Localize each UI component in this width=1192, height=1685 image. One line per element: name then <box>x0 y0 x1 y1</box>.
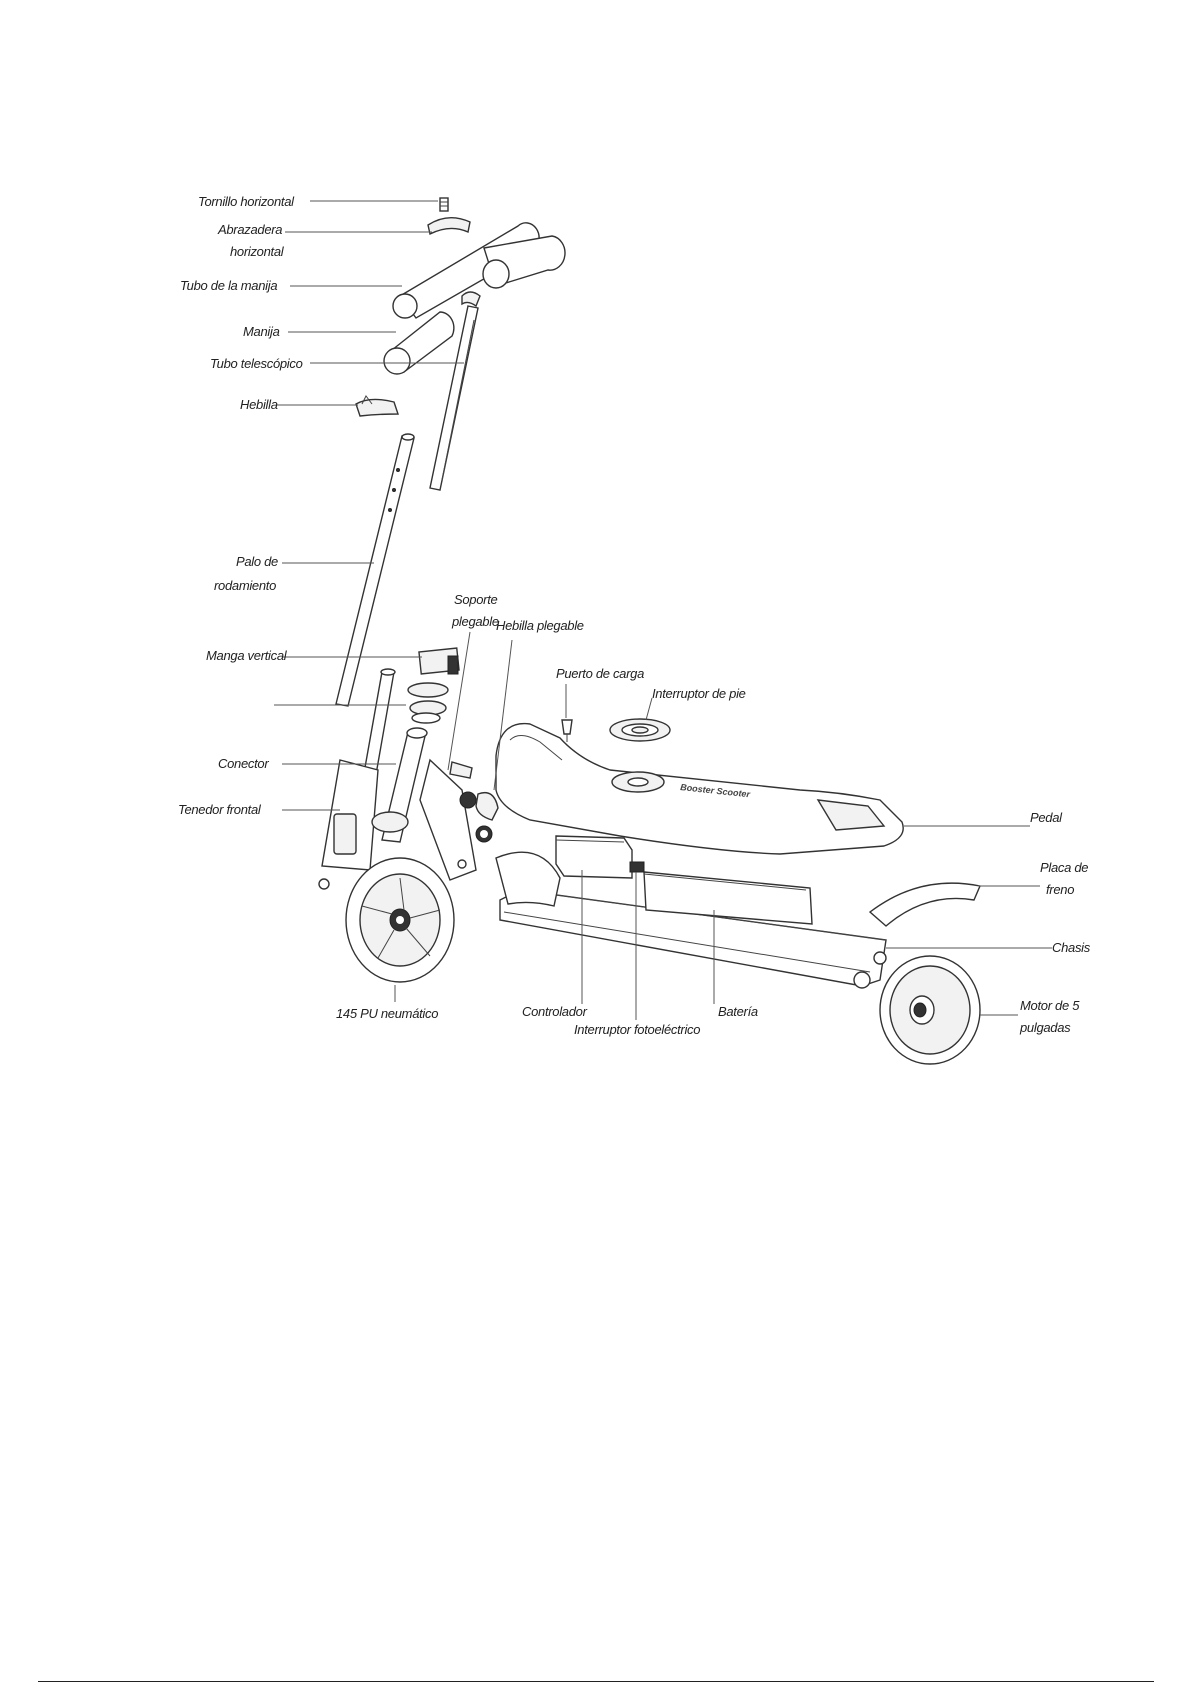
page-footer-rule <box>38 1681 1154 1682</box>
brake-plate-part <box>868 882 981 927</box>
label-hebilla: Hebilla <box>240 397 278 412</box>
leader-lines <box>274 200 1052 1020</box>
chassis-part <box>495 851 887 989</box>
handlebar-tube-part <box>392 222 566 319</box>
label-placa-freno-line2: freno <box>1046 882 1074 897</box>
label-motor-line2: pulgadas <box>1019 1020 1071 1035</box>
label-pedal: Pedal <box>1030 810 1063 825</box>
label-soporte-line1: Soporte <box>454 592 498 607</box>
grip-part <box>383 311 455 375</box>
vertical-sleeve-part <box>418 647 460 675</box>
label-hebilla-plegable: Hebilla plegable <box>496 618 584 633</box>
label-manija: Manija <box>243 324 280 339</box>
label-chasis: Chasis <box>1052 940 1091 955</box>
label-motor-line1: Motor de 5 <box>1020 998 1080 1013</box>
label-palo-line2: rodamiento <box>214 578 276 593</box>
rear-motor-wheel-part <box>879 955 981 1065</box>
clamp-part <box>427 217 471 236</box>
label-puerto-carga: Puerto de carga <box>556 666 644 681</box>
label-tornillo-horizontal: Tornillo horizontal <box>198 194 295 209</box>
label-interruptor-pie: Interruptor de pie <box>652 686 746 701</box>
label-controlador: Controlador <box>522 1004 588 1019</box>
photo-switch-part <box>629 861 645 873</box>
charge-port-part <box>561 719 573 742</box>
controller-part <box>555 835 633 879</box>
bearing-pole-part <box>335 433 415 707</box>
label-tenedor-frontal: Tenedor frontal <box>178 802 262 817</box>
label-conector: Conector <box>218 756 269 771</box>
front-wheel-part <box>345 857 455 983</box>
label-soporte-line2: plegable <box>451 614 499 629</box>
deck-part: Booster Scooter <box>495 722 904 855</box>
label-placa-freno-line1: Placa de <box>1040 860 1088 875</box>
label-interruptor-fotoelectrico: Interruptor fotoeléctrico <box>574 1022 700 1037</box>
labels: Tornillo horizontal Abrazadera horizonta… <box>178 194 1091 1037</box>
folding-buckle-part <box>475 791 499 843</box>
battery-part <box>643 871 813 925</box>
telescopic-tube-part <box>429 291 481 491</box>
label-palo-line1: Palo de <box>236 554 278 569</box>
label-bateria: Batería <box>718 1004 758 1019</box>
label-neumatico: 145 PU neumático <box>336 1006 438 1021</box>
label-abrazadera-line1: Abrazadera <box>217 222 282 237</box>
bearing-rings-part <box>407 682 449 724</box>
label-abrazadera-line2: horizontal <box>230 244 285 259</box>
foot-switch-part <box>609 718 671 742</box>
screw-part <box>439 197 449 212</box>
label-tubo-manija: Tubo de la manija <box>180 278 277 293</box>
front-fork-part <box>318 759 409 890</box>
label-manga-vertical: Manga vertical <box>206 648 288 663</box>
buckle-part <box>355 395 399 417</box>
label-tubo-telescopico: Tubo telescópico <box>210 356 303 371</box>
folding-bracket-part <box>419 758 477 881</box>
